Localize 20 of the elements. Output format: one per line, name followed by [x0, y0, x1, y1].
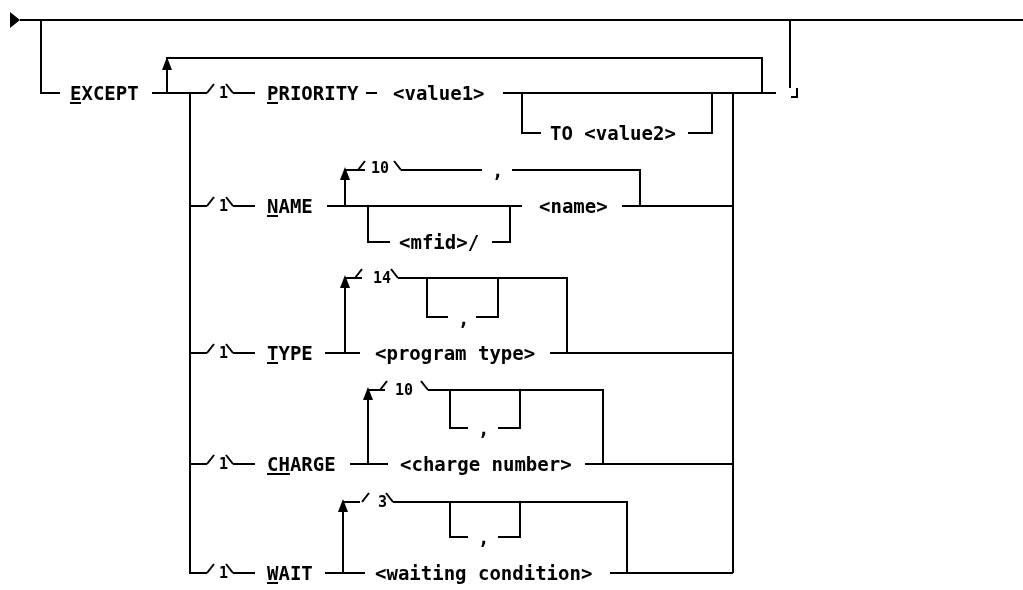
repeat-count: 3	[378, 492, 388, 513]
repeat-count: 14	[373, 268, 392, 289]
separator-comma: ,	[478, 526, 490, 548]
repeat-count: 10	[371, 158, 390, 179]
syntax-variable: <program type>	[375, 342, 536, 364]
syntax-variable: <mfid>/	[399, 231, 480, 253]
repeat-count: 1	[219, 454, 229, 475]
syntax-variable: <charge number>	[400, 453, 572, 475]
repeat-count: 1	[219, 83, 229, 104]
syntax-variable: <value1>	[393, 82, 485, 104]
repeat-count: 1	[219, 563, 229, 584]
syntax-keyword: TO <value2>	[550, 122, 676, 144]
syntax-variable: <waiting condition>	[375, 562, 593, 584]
repeat-count: 1	[219, 196, 229, 217]
separator-comma: ,	[458, 307, 470, 329]
separator-comma: ,	[492, 159, 504, 181]
repeat-count: 1	[219, 343, 229, 364]
repeat-count: 10	[395, 380, 414, 401]
separator-comma: ,	[478, 417, 490, 439]
syntax-variable: <name>	[539, 195, 608, 217]
